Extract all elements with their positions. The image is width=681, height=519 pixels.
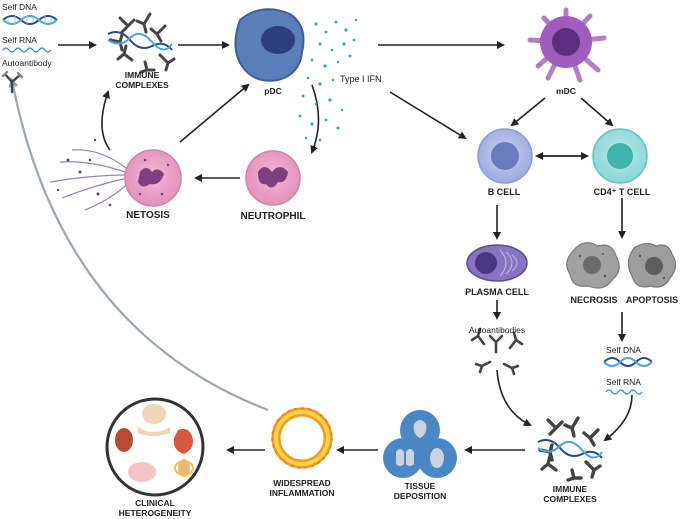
plasma-cell [466, 244, 528, 282]
inflammation-ring-icon [271, 407, 333, 469]
b-cell-label: B CELL [487, 187, 521, 197]
legend-autoantibody-label: Autoantibody [2, 58, 52, 68]
immune-complex-bottom-icon [537, 416, 603, 482]
apoptosis-cell [627, 242, 677, 288]
autoantibodies-label: Autoantibodies [468, 325, 526, 335]
legend-rna-icon [2, 47, 52, 53]
ifn-particles [298, 18, 358, 142]
necrosis-label: NECROSIS [570, 295, 618, 305]
lower-self-rna-label: Self RNA [606, 377, 641, 387]
type1-ifn-label: Type I IFN [340, 74, 382, 84]
mdc-label: mDC [556, 86, 576, 96]
arrow-mdc-to-tcell [580, 97, 614, 127]
tissue-deposition-icon [383, 410, 457, 478]
pdc-label: pDC [264, 86, 282, 96]
netosis-cell [49, 138, 182, 211]
clinical-heterogeneity-icon [105, 397, 205, 497]
arrows [58, 41, 633, 454]
legend-self-dna-label: Self DNA [2, 2, 37, 12]
plasma-cell-label: PLASMA CELL [465, 287, 529, 297]
neutrophil-label: NEUTROPHIL [240, 211, 306, 222]
arrow-rna-to-ic [603, 394, 633, 442]
apoptosis-label: APOPTOSIS [625, 295, 679, 305]
lower-rna-icon [605, 389, 643, 395]
lower-dna-icon [603, 357, 653, 367]
arrow-netosis-to-ic [101, 90, 111, 151]
arrow-autoab-to-ic [496, 369, 532, 426]
b-cell [477, 128, 533, 184]
arrow-pdc-to-neutrophil [310, 84, 320, 154]
arrow-netosis-to-pdc [179, 83, 250, 143]
neutrophil-cell [245, 150, 301, 206]
autoantibodies-icon [470, 327, 524, 376]
necrosis-cell [566, 242, 620, 289]
t-cell [592, 128, 648, 184]
legend-antibody-icon [1, 70, 24, 94]
immune-complex-top-icon [107, 12, 176, 74]
return-arrow [8, 77, 269, 412]
netosis-label: NETOSIS [126, 210, 170, 221]
legend-dna-icon [2, 15, 58, 25]
legend-self-rna-label: Self RNA [2, 35, 37, 45]
arrow-mdc-to-bcell [510, 97, 546, 127]
arrow-ifn-to-bcell [389, 91, 467, 140]
pdc-cell [234, 8, 305, 82]
mdc-cell [527, 7, 607, 83]
cd4-t-cell-label: CD4⁺ T CELL [593, 187, 651, 197]
lower-self-dna-label: Self DNA [606, 345, 641, 355]
